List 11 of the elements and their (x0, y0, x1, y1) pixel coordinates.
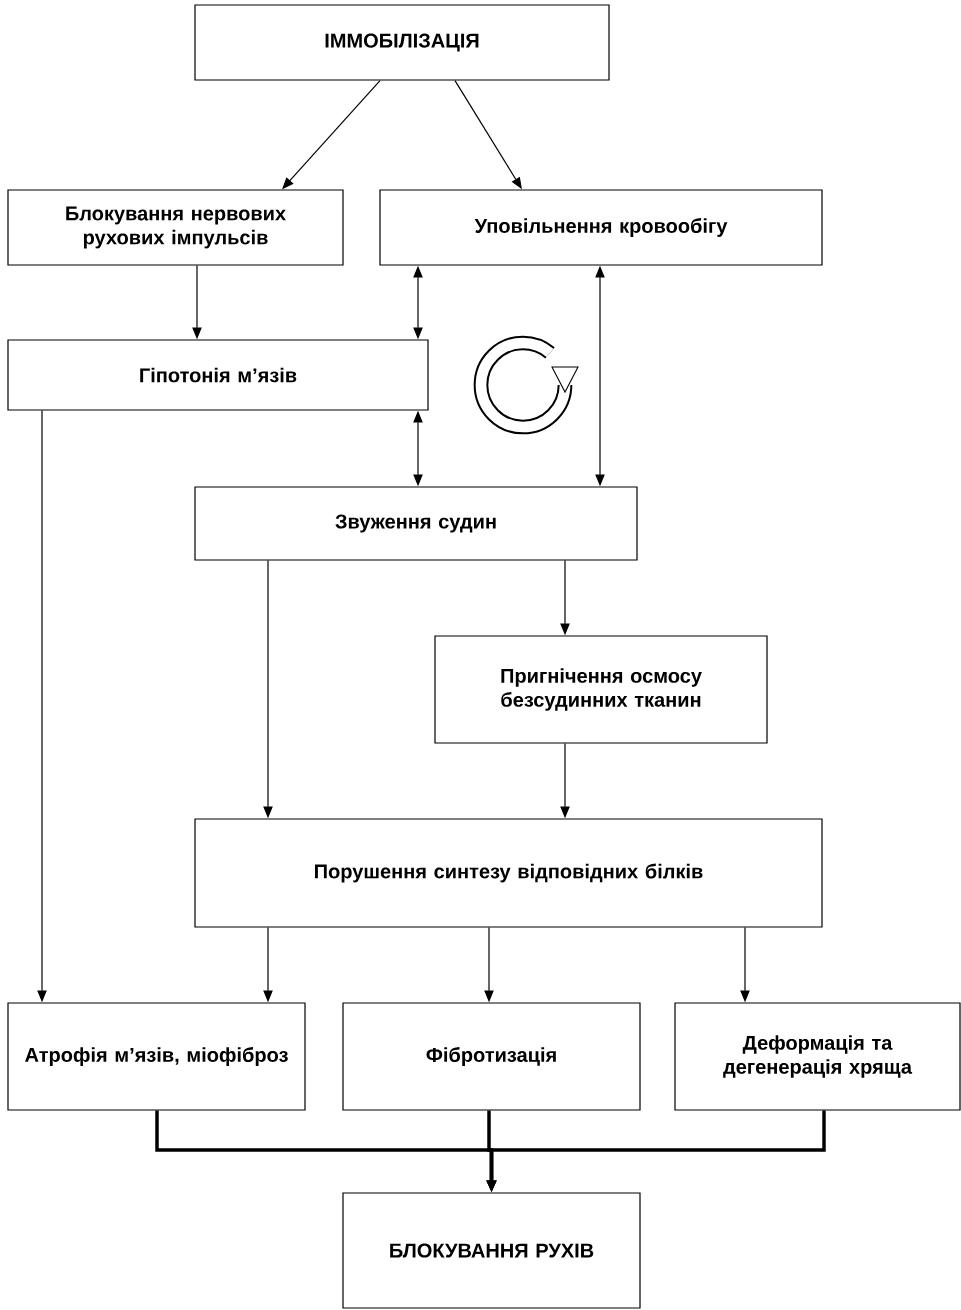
process-box: Деформація та дегенерація хряща (674, 1002, 961, 1111)
process-box: Звуження судин (194, 486, 638, 561)
process-box: БЛОКУВАННЯ РУХІВ (342, 1192, 641, 1309)
process-box: Атрофія м’язів, міофіброз (7, 1002, 306, 1111)
process-box: Гіпотонія м’язів (7, 339, 429, 411)
process-box: Фібротизація (342, 1002, 641, 1111)
process-box: Блокування нервових рухових імпульсів (7, 189, 344, 266)
process-box: Пригнічення осмосу безсудинних тканин (434, 635, 768, 744)
process-box: Порушення синтезу відповідних білків (194, 818, 823, 928)
process-box: Уповільнення кровообігу (379, 189, 823, 266)
process-box: ІММОБІЛІЗАЦІЯ (194, 4, 610, 81)
